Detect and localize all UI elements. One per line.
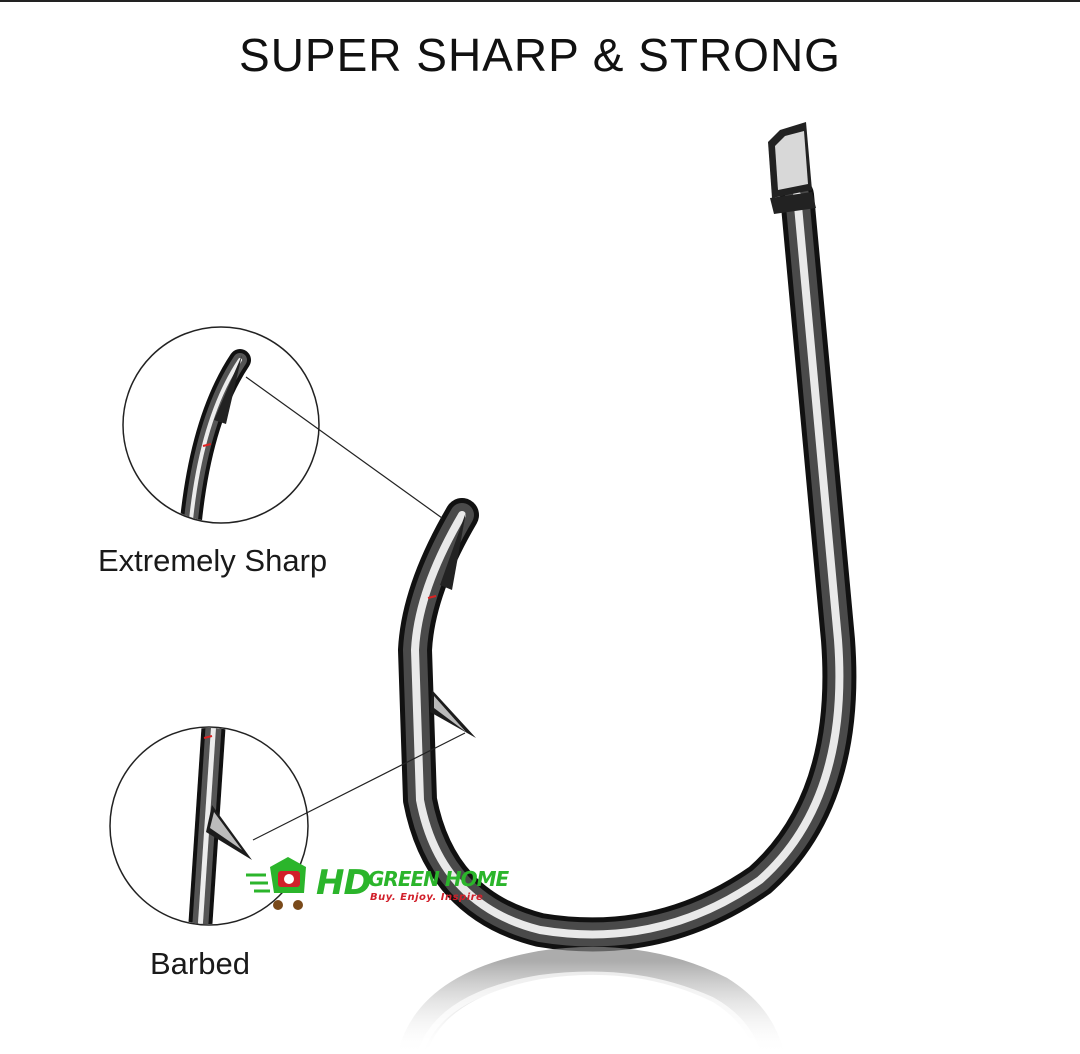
logo-tagline: Buy. Enjoy. Inspire xyxy=(370,892,484,903)
fishing-hook xyxy=(398,122,857,952)
extremely-sharp-label: Extremely Sharp xyxy=(98,543,328,578)
page-title: SUPER SHARP & STRONG xyxy=(239,29,841,81)
top-divider xyxy=(0,0,1080,2)
logo-hd-text: HD xyxy=(316,863,372,903)
shopping-cart-icon xyxy=(246,857,306,910)
barbed-label: Barbed xyxy=(150,946,250,981)
hook-reflection xyxy=(398,946,784,1054)
logo-name-text: GREEN HOME xyxy=(368,867,509,891)
hd-green-home-watermark: HD GREEN HOME Buy. Enjoy. Inspire xyxy=(244,853,524,919)
sharp-detail-callout xyxy=(122,326,443,524)
